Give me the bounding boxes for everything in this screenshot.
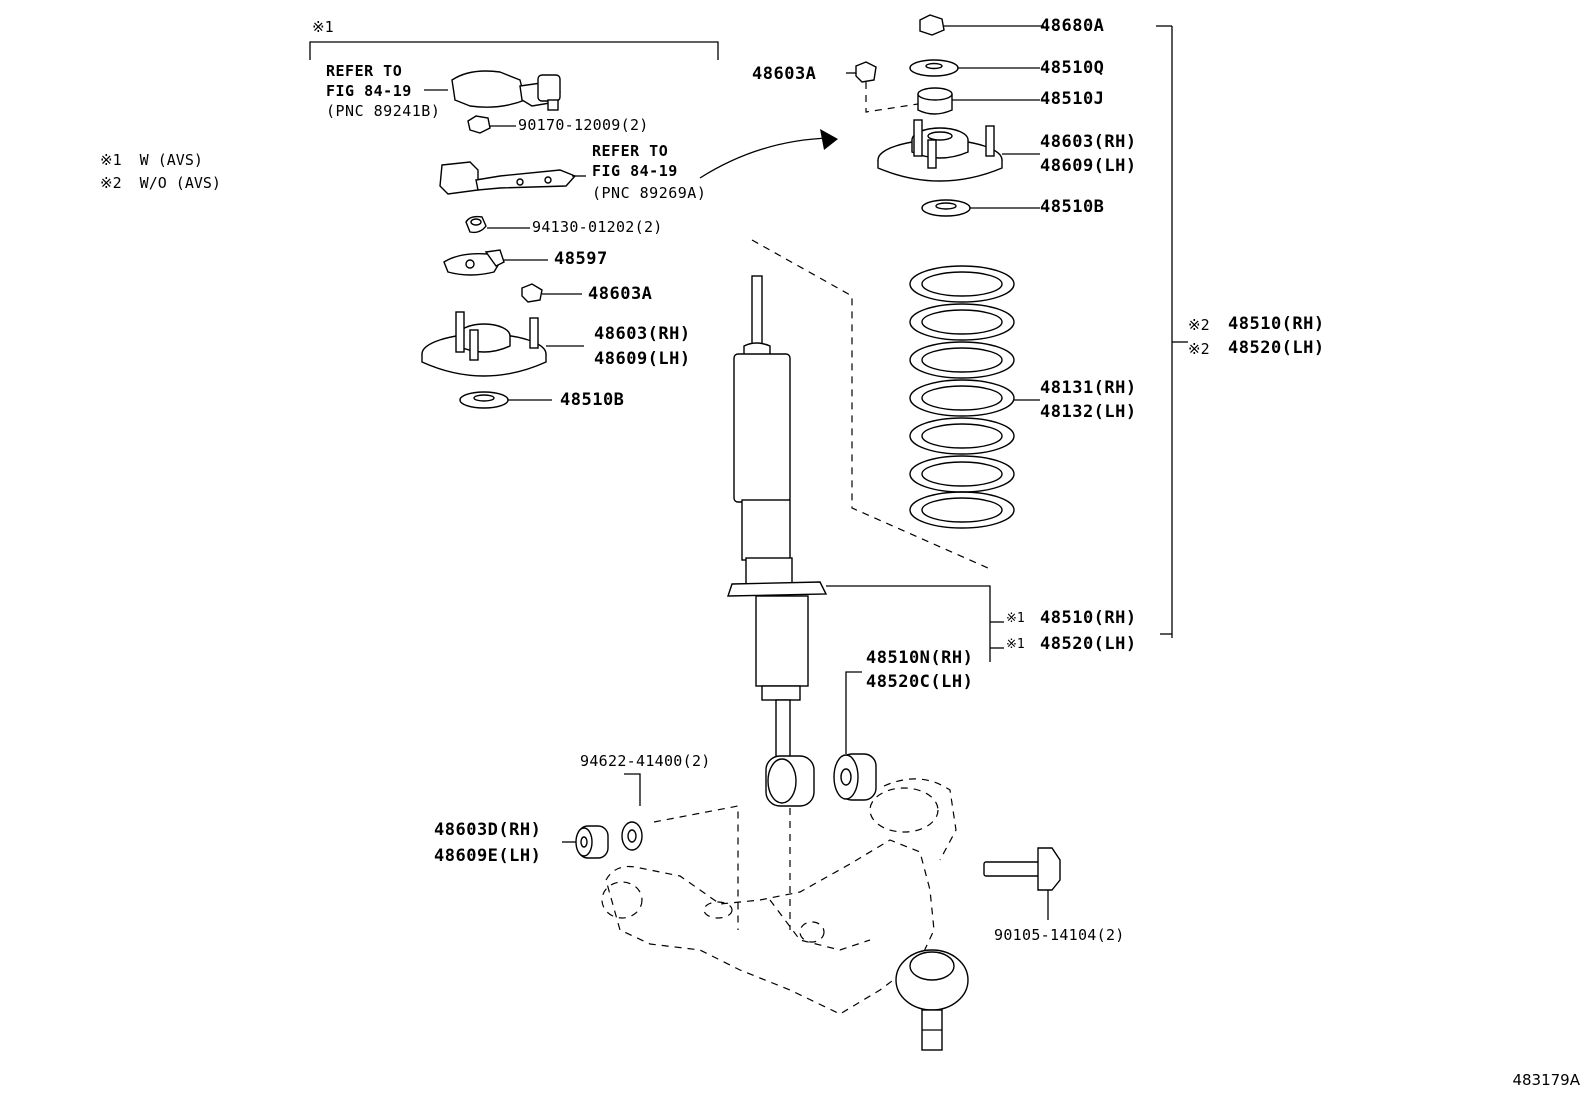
ref2-line1: REFER TO <box>592 142 669 160</box>
mark-no-avs-1: ※2 <box>1188 316 1210 334</box>
lower-arm-part <box>601 778 957 1015</box>
ref1-line1: REFER TO <box>326 62 403 80</box>
mark-avs-2: ※1 <box>1006 637 1025 652</box>
label-48131: 48131(RH) <box>1040 378 1137 398</box>
nut-48603A-left-part <box>521 283 582 303</box>
avs-actuator-part <box>424 70 561 111</box>
ref2-line3: (PNC 89269A) <box>592 184 707 202</box>
coil-spring-part <box>909 265 1040 529</box>
washer-94622-part <box>621 821 643 851</box>
label-48609-left: 48609(LH) <box>594 349 691 369</box>
label-48132: 48132(LH) <box>1040 402 1137 422</box>
label-48520-lh-no-avs: 48520(LH) <box>1228 338 1325 358</box>
support-48603-left-part <box>421 311 584 377</box>
bolt-90105-part <box>983 847 1061 920</box>
arrow-head <box>820 129 838 150</box>
arm-guide-dashed <box>653 805 739 930</box>
bracket-48597-part <box>443 249 548 276</box>
label-90170: 90170-12009(2) <box>518 116 649 134</box>
spring-guide-dashed <box>751 239 989 569</box>
note-no-avs: ※2 W/O (AVS) <box>100 174 221 192</box>
label-48603D: 48603D(RH) <box>434 820 542 840</box>
label-90105: 90105-14104(2) <box>994 926 1125 944</box>
nut-48603A-top-part <box>846 61 877 83</box>
label-48603-right: 48603(RH) <box>1040 132 1137 152</box>
avs-bracket <box>309 41 719 60</box>
label-48510-rh-no-avs: 48510(RH) <box>1228 314 1325 334</box>
label-48510B-right: 48510B <box>1040 197 1105 217</box>
nut-48680A-part <box>919 14 1044 36</box>
reference-arrow <box>699 137 831 179</box>
bracket-mark: ※1 <box>312 18 334 36</box>
washer-leader <box>624 773 641 806</box>
label-48603A-top: 48603A <box>752 64 817 84</box>
label-48510B-left: 48510B <box>560 390 625 410</box>
ball-joint-part <box>895 949 969 1051</box>
assembly-bracket <box>990 25 1188 649</box>
mark-no-avs-2: ※2 <box>1188 340 1210 358</box>
figure-id: 483179A <box>1512 1071 1580 1089</box>
mark-avs-1: ※1 <box>1006 611 1025 626</box>
label-48603-left: 48603(RH) <box>594 324 691 344</box>
ref1-line3: (PNC 89241B) <box>326 102 441 120</box>
label-48520C: 48520C(LH) <box>866 672 974 692</box>
label-48609E: 48609E(LH) <box>434 846 542 866</box>
shock-absorber-part <box>727 275 991 807</box>
label-48510J: 48510J <box>1040 89 1105 109</box>
washer-48510Q-part <box>909 59 1040 77</box>
label-48520-lh-avs: 48520(LH) <box>1040 634 1137 654</box>
label-48603A-left: 48603A <box>588 284 653 304</box>
nut-94130-part <box>465 215 530 234</box>
label-48510Q: 48510Q <box>1040 58 1105 78</box>
seat-48510B-left-part <box>459 391 552 409</box>
label-94622: 94622-41400(2) <box>580 752 711 770</box>
label-94130: 94130-01202(2) <box>532 218 663 236</box>
cushion-48510J-part <box>917 87 1040 115</box>
bushing-48510N-part <box>833 671 877 801</box>
bushing-48603D-part <box>562 825 609 859</box>
seat-48510B-right-part <box>921 199 1040 217</box>
label-48680A: 48680A <box>1040 16 1105 36</box>
label-48597: 48597 <box>554 249 608 269</box>
label-48510-rh-avs: 48510(RH) <box>1040 608 1137 628</box>
top-guide-dashed <box>865 82 919 113</box>
note-avs: ※1 W (AVS) <box>100 151 203 169</box>
label-48609-right: 48609(LH) <box>1040 156 1137 176</box>
ref1-line2: FIG 84-19 <box>326 82 412 100</box>
ref2-line2: FIG 84-19 <box>592 162 678 180</box>
label-48510N: 48510N(RH) <box>866 648 974 668</box>
sensor-bracket-part <box>439 161 586 195</box>
nut-90170-part <box>467 115 516 134</box>
support-48603-right-part <box>877 119 1040 182</box>
